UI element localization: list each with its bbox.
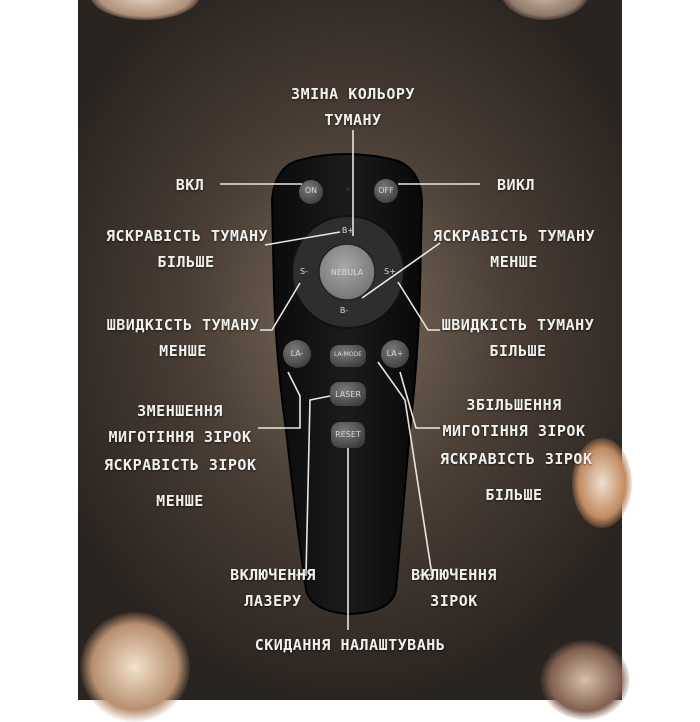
on-button-label: ON <box>304 186 318 195</box>
right-margin <box>622 0 700 700</box>
label-star-brightness-up-line1: ЯСКРАВІСТЬ ЗІРОК <box>440 450 593 468</box>
label-star-blink-down-line1: ЗМЕНШЕННЯ <box>137 402 223 420</box>
label-color-change: ЗМІНА КОЛЬОРУ ТУМАНУ <box>280 83 426 131</box>
line-fog-brightness-up <box>264 231 341 246</box>
decor-blob-top-left <box>90 0 200 20</box>
reset-label: RESET <box>335 430 361 439</box>
nebula-label: NEBULA <box>330 268 364 277</box>
line-fog-brightness-down <box>361 242 441 299</box>
label-laser-on-line1: ВКЛЮЧЕННЯ <box>230 566 316 584</box>
label-fog-speed-down-line2: МЕНШЕ <box>159 342 207 360</box>
label-fog-speed-up: ШВИДКІСТЬ ТУМАНУ БІЛЬШЕ <box>436 314 600 362</box>
left-margin <box>0 0 78 700</box>
s-plus-label: S+ <box>384 267 396 276</box>
on-button <box>299 180 323 204</box>
label-star-blink-down-line2: МИГОТІННЯ ЗІРОК <box>108 428 252 446</box>
label-fog-brightness-down-line2: МЕНШЕ <box>490 253 538 271</box>
label-reset: СКИДАННЯ НАЛАШТУВАНЬ <box>254 636 446 654</box>
la-plus-label: LA+ <box>386 349 404 358</box>
s-minus-label: S- <box>300 267 308 276</box>
label-star-blink-up-line1: ЗБІЛЬШЕННЯ <box>466 396 562 414</box>
label-star-brightness-down: ЯСКРАВІСТЬ ЗІРОК МЕНШЕ <box>104 454 256 512</box>
label-color-change-line1: ЗМІНА КОЛЬОРУ <box>291 85 415 103</box>
label-stars-on: ВКЛЮЧЕННЯ ЗІРОК <box>398 564 510 612</box>
la-minus-label: LA- <box>290 349 304 358</box>
label-fog-brightness-up-line1: ЯСКРАВІСТЬ ТУМАНУ <box>106 227 269 245</box>
label-star-brightness-down-line2: МЕНШЕ <box>156 492 204 510</box>
la-mode-label: LA-MODE <box>334 351 362 358</box>
label-fog-brightness-down-line1: ЯСКРАВІСТЬ ТУМАНУ <box>432 227 596 245</box>
la-mode-button <box>330 345 366 367</box>
label-star-blink-up-line2: МИГОТІННЯ ЗІРОК <box>442 422 586 440</box>
label-fog-speed-down-line1: ШВИДКІСТЬ ТУМАНУ <box>106 316 260 334</box>
line-star-blink-up <box>399 371 440 429</box>
label-fog-brightness-up: ЯСКРАВІСТЬ ТУМАНУ БІЛЬШЕ <box>106 225 269 273</box>
label-laser-on-line2: ЛАЗЕРУ <box>244 592 302 610</box>
line-fog-speed-up <box>397 281 440 331</box>
label-on: ВКЛ <box>175 176 205 194</box>
led-indicator <box>345 186 351 192</box>
laser-label: LASER <box>335 390 361 399</box>
laser-button <box>330 382 366 406</box>
label-color-change-line2: ТУМАНУ <box>324 111 382 129</box>
label-star-brightness-up: ЯСКРАВІСТЬ ЗІРОК БІЛЬШЕ <box>440 448 593 506</box>
label-laser-on: ВКЛЮЧЕННЯ ЛАЗЕРУ <box>220 564 326 612</box>
decor-blob-top-right <box>500 0 590 20</box>
label-star-blink-down: ЗМЕНШЕННЯ МИГОТІННЯ ЗІРОК <box>104 400 256 448</box>
line-stars-on <box>377 361 433 576</box>
label-fog-brightness-down: ЯСКРАВІСТЬ ТУМАНУ МЕНШЕ <box>432 225 596 273</box>
label-fog-speed-up-line2: БІЛЬШЕ <box>489 342 547 360</box>
label-stars-on-line2: ЗІРОК <box>430 592 478 610</box>
label-fog-speed-up-line1: ШВИДКІСТЬ ТУМАНУ <box>441 316 595 334</box>
line-star-blink-down <box>258 371 301 429</box>
label-off: ВИКЛ <box>496 176 536 194</box>
reset-button <box>331 422 365 448</box>
decor-blob-right <box>572 438 632 528</box>
la-minus-button <box>283 340 311 368</box>
la-plus-button <box>381 340 409 368</box>
off-button <box>374 179 398 203</box>
label-star-brightness-up-line2: БІЛЬШЕ <box>485 486 543 504</box>
line-fog-speed-down <box>260 282 301 331</box>
label-star-brightness-down-line1: ЯСКРАВІСТЬ ЗІРОК <box>104 456 257 474</box>
remote-and-callouts <box>220 130 480 630</box>
nebula-button <box>318 243 376 301</box>
label-star-blink-up: ЗБІЛЬШЕННЯ МИГОТІННЯ ЗІРОК <box>440 394 588 442</box>
line-laser-on <box>296 395 331 576</box>
off-button-label: OFF <box>378 186 394 195</box>
b-plus-label: B+ <box>341 226 355 235</box>
b-minus-label: B- <box>339 306 349 315</box>
label-fog-speed-down: ШВИДКІСТЬ ТУМАНУ МЕНШЕ <box>102 314 264 362</box>
label-fog-brightness-up-line2: БІЛЬШЕ <box>157 253 215 271</box>
label-stars-on-line1: ВКЛЮЧЕННЯ <box>411 566 497 584</box>
